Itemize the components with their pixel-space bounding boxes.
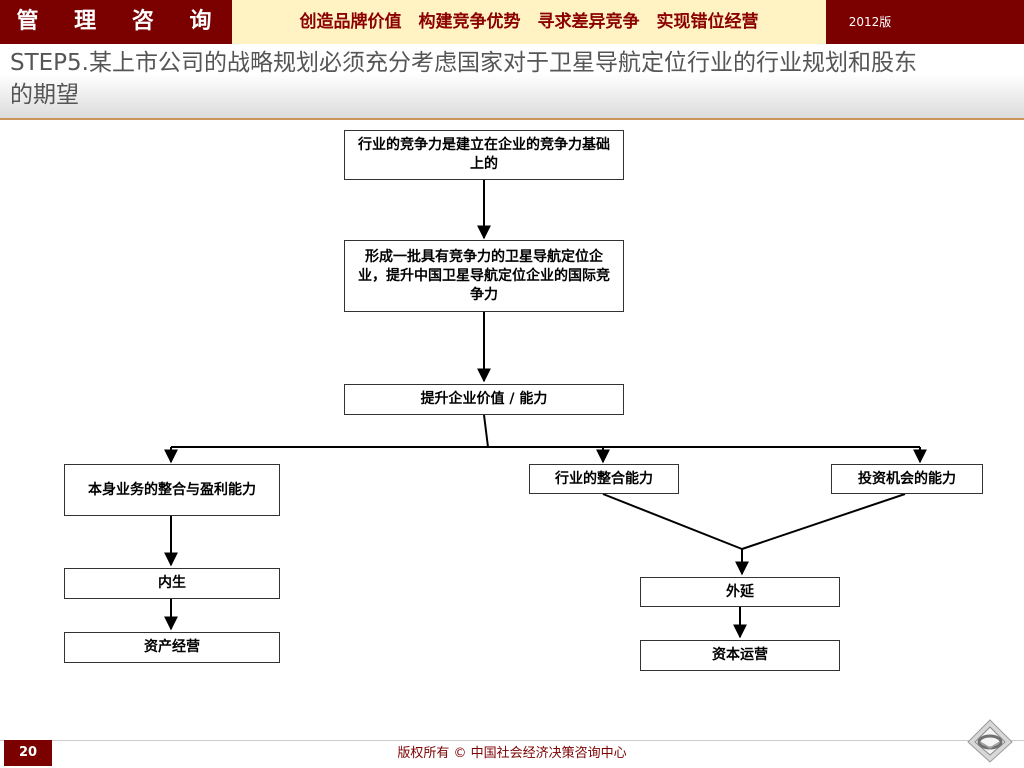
node-organic: 内生 — [64, 568, 280, 599]
node-industry-competitiveness: 行业的竞争力是建立在企业的竞争力基础上的 — [344, 130, 624, 180]
node-capital-operation: 资本运营 — [640, 640, 840, 671]
node-business-integration: 本身业务的整合与盈利能力 — [64, 464, 280, 516]
header-brand: 管 理 咨 询 — [16, 9, 226, 34]
title-divider — [0, 118, 1024, 120]
node-form-competitive-enterprises: 形成一批具有竞争力的卫星导航定位企业，提升中国卫星导航定位企业的国际竞争力 — [344, 240, 624, 312]
page-title: STEP5.某上市公司的战略规划必须充分考虑国家对于卫星导航定位行业的行业规划和… — [10, 50, 917, 108]
footer-divider — [0, 740, 1024, 741]
header-edition: 2012版 — [848, 15, 892, 29]
connector-n3-bus — [483, 414, 489, 448]
connector-n5-merge — [602, 493, 743, 550]
header-slogan: 创造品牌价值 构建竞争优势 寻求差异竞争 实现错位经营 — [232, 0, 826, 44]
node-enhance-enterprise-value: 提升企业价值 / 能力 — [344, 384, 624, 415]
node-external: 外延 — [640, 577, 840, 607]
title-area: STEP5.某上市公司的战略规划必须充分考虑国家对于卫星导航定位行业的行业规划和… — [0, 44, 1024, 118]
copyright-text: 版权所有 © 中国社会经济决策咨询中心 — [397, 746, 627, 761]
connector-n6-merge — [741, 493, 906, 550]
header-bar: 管 理 咨 询 创造品牌价值 构建竞争优势 寻求差异竞争 实现错位经营 2012… — [0, 0, 1024, 44]
node-asset-operation: 资产经营 — [64, 632, 280, 663]
page-number: 20 — [4, 740, 52, 766]
node-investment-ability: 投资机会的能力 — [831, 464, 983, 494]
node-industry-integration: 行业的整合能力 — [529, 464, 679, 494]
company-logo-icon — [967, 719, 1013, 763]
